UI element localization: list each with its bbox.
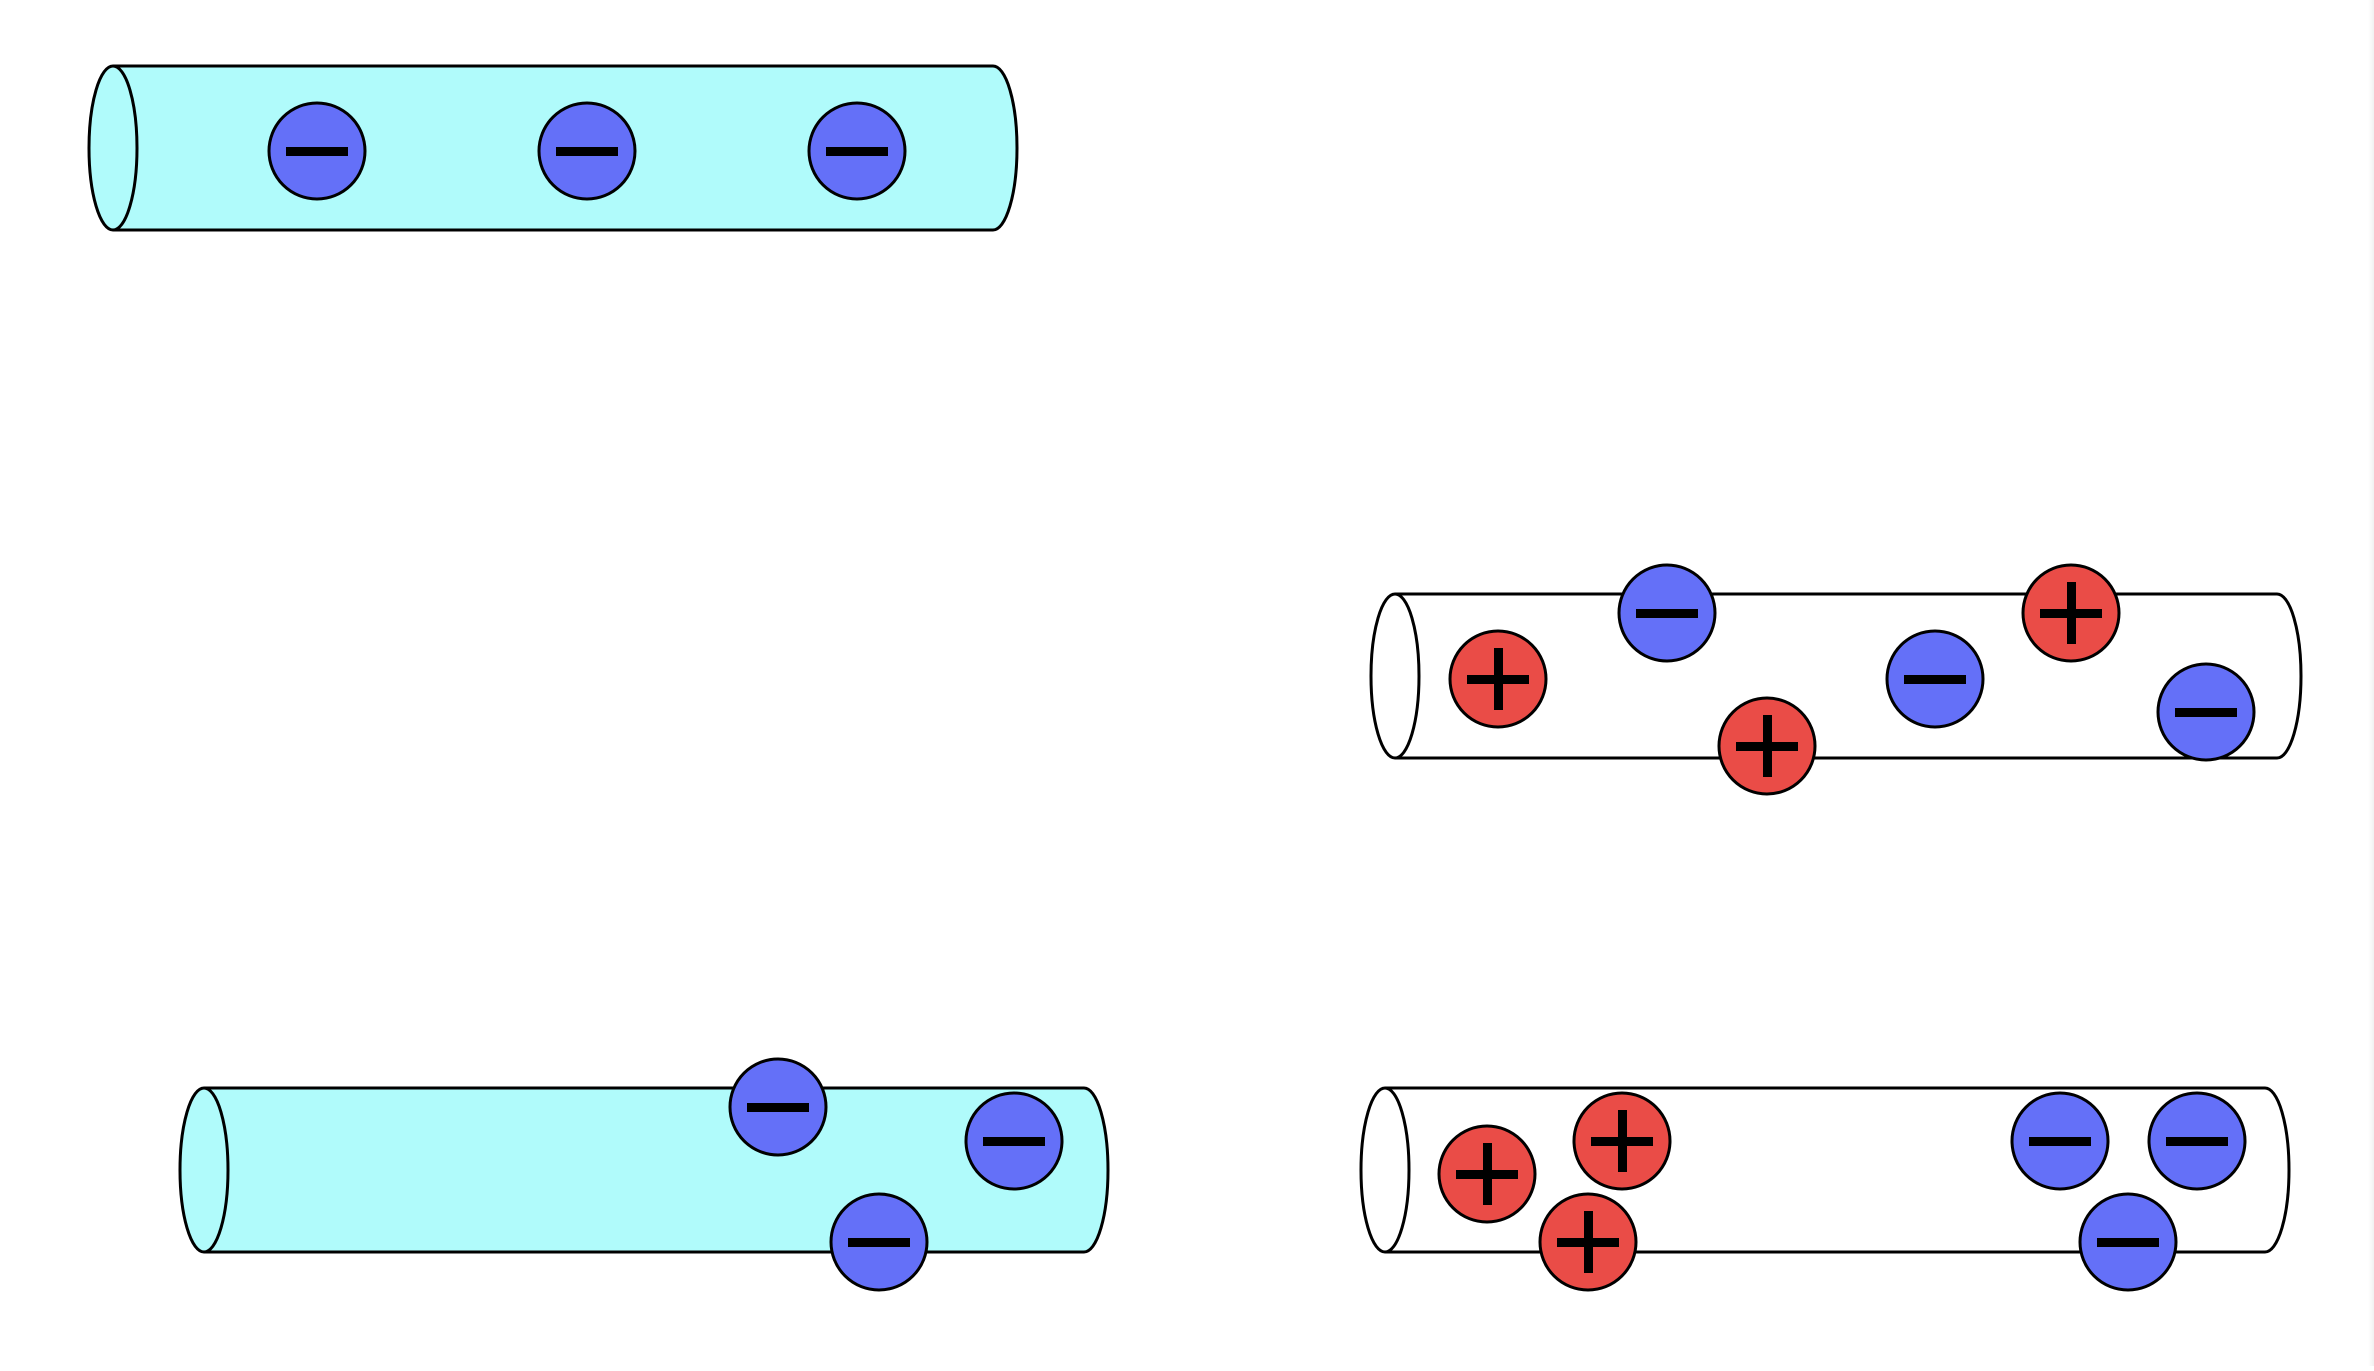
- minus-sign-icon: [286, 147, 348, 156]
- rod-left-cap: [87, 64, 139, 232]
- positive-charge: [1717, 696, 1817, 796]
- negative-charge: [267, 101, 367, 201]
- rod-bottom-right: [1359, 1086, 2291, 1292]
- negative-charge: [1617, 563, 1717, 663]
- rod-left-cap: [178, 1086, 230, 1254]
- rod-middle-right: [1369, 563, 2303, 796]
- minus-sign-icon: [826, 147, 888, 156]
- plus-sign-icon: [1763, 715, 1772, 777]
- minus-sign-icon: [848, 1238, 910, 1247]
- rod-left-cap: [1369, 592, 1421, 760]
- negative-charge: [807, 101, 907, 201]
- positive-charge: [1448, 629, 1548, 729]
- minus-sign-icon: [556, 147, 618, 156]
- rod-left-cap: [1359, 1086, 1411, 1254]
- rod-body: [204, 1088, 1084, 1252]
- minus-sign-icon: [2166, 1137, 2228, 1146]
- minus-sign-icon: [983, 1137, 1045, 1146]
- negative-charge: [728, 1057, 828, 1157]
- negative-charge: [1885, 629, 1985, 729]
- negative-charge: [2156, 662, 2256, 762]
- negative-charge: [2078, 1192, 2178, 1292]
- positive-charge: [2021, 563, 2121, 663]
- minus-sign-icon: [1636, 609, 1698, 618]
- positive-charge: [1538, 1192, 1638, 1292]
- plus-sign-icon: [1618, 1110, 1627, 1172]
- rod-right-cap: [992, 64, 1019, 232]
- negative-charge: [2147, 1091, 2247, 1191]
- rod-top-left: [87, 64, 1019, 232]
- negative-charge: [964, 1091, 1064, 1191]
- plus-sign-icon: [1483, 1143, 1492, 1205]
- minus-sign-icon: [747, 1103, 809, 1112]
- negative-charge: [829, 1192, 929, 1292]
- negative-charge: [537, 101, 637, 201]
- negative-charge: [2010, 1091, 2110, 1191]
- plus-sign-icon: [1584, 1211, 1593, 1273]
- minus-sign-icon: [1904, 675, 1966, 684]
- rod-bottom-left: [178, 1057, 1110, 1292]
- rod-right-cap: [2264, 1086, 2291, 1254]
- positive-charge: [1437, 1124, 1537, 1224]
- rod-right-cap: [2276, 592, 2303, 760]
- minus-sign-icon: [2175, 708, 2237, 717]
- rod-right-cap: [1083, 1086, 1110, 1254]
- plus-sign-icon: [2067, 582, 2076, 644]
- plus-sign-icon: [1494, 648, 1503, 710]
- minus-sign-icon: [2097, 1238, 2159, 1247]
- positive-charge: [1572, 1091, 1672, 1191]
- page-edge-shadow: [2368, 0, 2374, 1366]
- minus-sign-icon: [2029, 1137, 2091, 1146]
